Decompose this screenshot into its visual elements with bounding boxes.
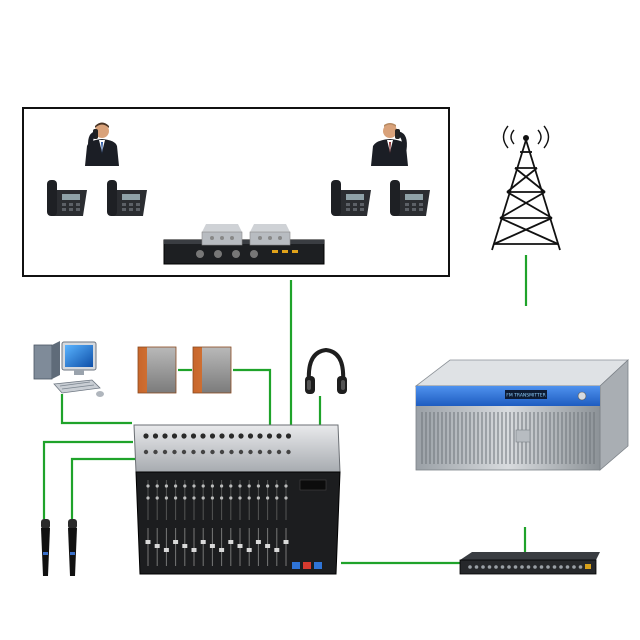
wire-mic1-to-mixer [42,440,133,519]
telephone-icon [390,180,430,216]
wire-mic2-to-mixer [70,457,135,519]
telephone-icon [331,180,371,216]
telephone-icon [107,180,147,216]
connection-wires [42,255,528,565]
computer-icon [33,341,104,397]
rack-processor-icon [459,552,600,575]
microphone-icon [68,519,77,576]
radio-tower-icon [491,125,561,251]
transmitter-icon: FM TRANSMITTER [414,359,630,471]
speaker-icon [192,346,232,394]
transmitter-display: FM TRANSMITTER [506,393,546,399]
wire-computer-to-mixer [60,394,132,425]
wire-speaker-to-mixer [233,368,272,431]
person-on-phone-icon [85,122,119,166]
rack-unit-icon [163,224,325,265]
microphone-icon [41,519,50,576]
person-on-phone-icon [371,123,408,166]
headphones-icon [305,347,347,394]
mixing-console-icon [133,424,341,575]
telephone-icon [47,180,87,216]
speaker-icon [137,346,177,394]
